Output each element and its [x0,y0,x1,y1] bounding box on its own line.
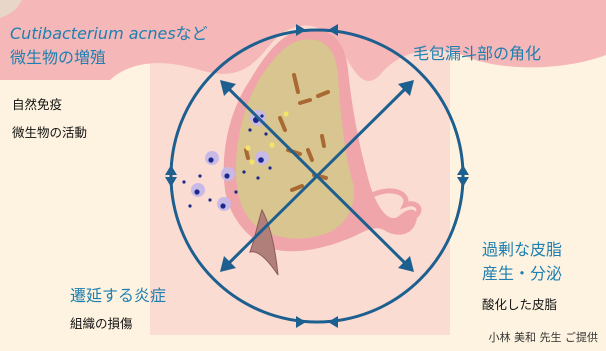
immune-cell [217,197,231,211]
navy-dot [198,174,202,178]
circle-arrowheads [165,24,469,328]
navy-dot [188,204,192,208]
sebum-plug [236,39,354,239]
bacterium-rod [306,148,314,162]
arrowhead-se [398,256,414,272]
bacterium-rod [292,73,300,94]
bacterium-rod [278,116,287,132]
label-tissue-damage: 組織の損傷 [70,316,133,331]
navy-dot [208,198,212,202]
bacterium-rod [316,90,330,98]
label-oxidized-sebum: 酸化した皮脂 [482,297,558,312]
epidermis-surface [0,0,606,81]
label-sebum-line2: 産生・分泌 [482,264,563,283]
bacterium-rod [244,148,250,160]
arrowhead-sw [220,256,236,272]
arrowhead-top-right [328,24,338,36]
hair-shaft [249,208,279,276]
bacterium-rod [298,98,312,105]
immune-cell [205,151,219,165]
yellow-dot [283,111,289,117]
cross-arrows [224,84,410,268]
diagonal-arrowheads [220,80,414,272]
label-microbe-activity: 微生物の活動 [12,125,88,140]
arrowhead-left-bottom [165,177,177,187]
yellow-dot [245,145,251,151]
arrowhead-nw [220,80,236,96]
arrowhead-right-bottom [457,177,469,187]
bacterium-rod [320,134,326,148]
navy-dot [234,190,238,194]
label-innate-immunity: 自然免疫 [12,97,63,112]
label-keratinization: 毛包漏斗部の角化 [413,44,542,63]
microbe-dots [182,128,272,208]
navy-dot [248,128,252,132]
arrowhead-left-top [165,165,177,175]
immune-cell [191,183,205,197]
yellow-dot [269,142,275,148]
bacterium-rod [290,184,304,192]
arrowhead-right-top [457,165,469,175]
label-bacteria: Cutibacterium acnesなど [10,20,208,44]
arrowhead-ne [398,80,414,96]
navy-dot [256,176,260,180]
navy-dot [182,180,186,184]
immune-cell [221,167,235,181]
yellow-dot [249,159,255,165]
label-microbe-growth: 微生物の増殖 [10,48,107,67]
arrowhead-top-left [296,24,306,36]
bacteria-suffix: など [175,24,208,43]
sebum-droplets [245,111,289,165]
bacteria-name: Cutibacterium acnes [10,24,176,43]
navy-dot [268,166,272,170]
navy-dot [242,170,246,174]
arrowhead-bottom-left [296,316,306,328]
navy-dot [264,132,268,136]
cycle-circle [169,28,465,324]
immune-cell [255,151,269,165]
sebaceous-gland [371,188,422,221]
arrowhead-bottom-right [328,316,338,328]
immune-cells [191,110,269,211]
corner-shape [0,0,22,18]
label-sebum-line1: 過剰な皮脂 [482,240,563,259]
credit-line: 小林 美和 先生 ご提供 [488,331,599,344]
label-inflammation: 遷延する炎症 [70,286,167,305]
diagonal-arrow-2 [224,84,410,268]
